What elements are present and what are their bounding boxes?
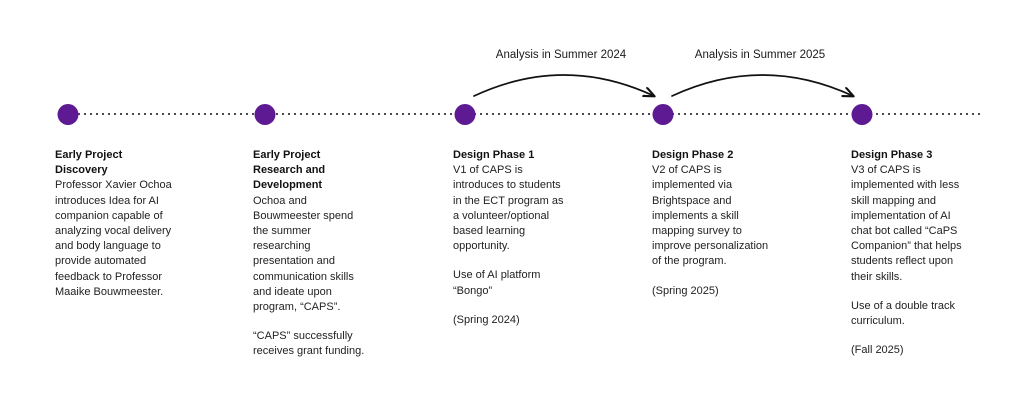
analysis-label-analysis-2025: Analysis in Summer 2025 [694, 49, 826, 61]
milestone-column-design-phase-2: Design Phase 2 V2 of CAPS is implemented … [652, 148, 770, 299]
analysis-label-analysis-2024: Analysis in Summer 2024 [495, 49, 627, 61]
milestone-dot-early-project-discovery[interactable] [57, 104, 79, 125]
timeline-axis-dotted-line [60, 113, 982, 115]
milestone-paragraph: Professor Xavier Ochoa introduces Idea f… [55, 179, 172, 298]
milestone-title-design-phase-3: Design Phase 3 [851, 149, 933, 161]
milestone-paragraph: (Fall 2025) [851, 344, 904, 357]
arrow-analysis-2024 [473, 74, 654, 96]
milestone-title-early-project-discovery: Early Project Discovery [55, 149, 123, 177]
milestone-paragraph: (Spring 2024) [453, 313, 520, 326]
milestone-paragraph: V3 of CAPS is implemented with less skil… [851, 164, 962, 283]
milestone-paragraph: “CAPS” successfully receives grant fundi… [253, 330, 365, 358]
milestone-column-design-phase-3: Design Phase 3 V3 of CAPS is implemented … [851, 148, 969, 358]
milestone-dot-design-phase-3[interactable] [851, 104, 873, 125]
milestone-dot-design-phase-1[interactable] [454, 104, 476, 125]
milestone-paragraph: (Spring 2025) [652, 284, 719, 297]
milestone-paragraph: Use of a double track curriculum. [851, 299, 955, 328]
milestone-column-design-phase-1: Design Phase 1 V1 of CAPS is introduces t… [453, 148, 571, 328]
milestone-paragraph: V1 of CAPS is introduces to students in … [453, 164, 564, 253]
milestone-title-early-project-research-and-development: Early Project Research and Development [253, 149, 326, 192]
milestone-dot-early-project-research-and-development[interactable] [254, 104, 276, 125]
milestone-paragraph: V2 of CAPS is implemented via Brightspac… [652, 164, 769, 268]
milestone-paragraph: Use of AI platform “Bongo” [453, 269, 541, 297]
milestone-title-design-phase-1: Design Phase 1 [453, 149, 535, 161]
milestone-paragraph: Ochoa and Bouwmeester spend the summer r… [253, 194, 354, 314]
milestone-title-design-phase-2: Design Phase 2 [652, 149, 734, 161]
milestone-dot-design-phase-2[interactable] [652, 104, 674, 125]
arrow-analysis-2025 [671, 74, 853, 96]
